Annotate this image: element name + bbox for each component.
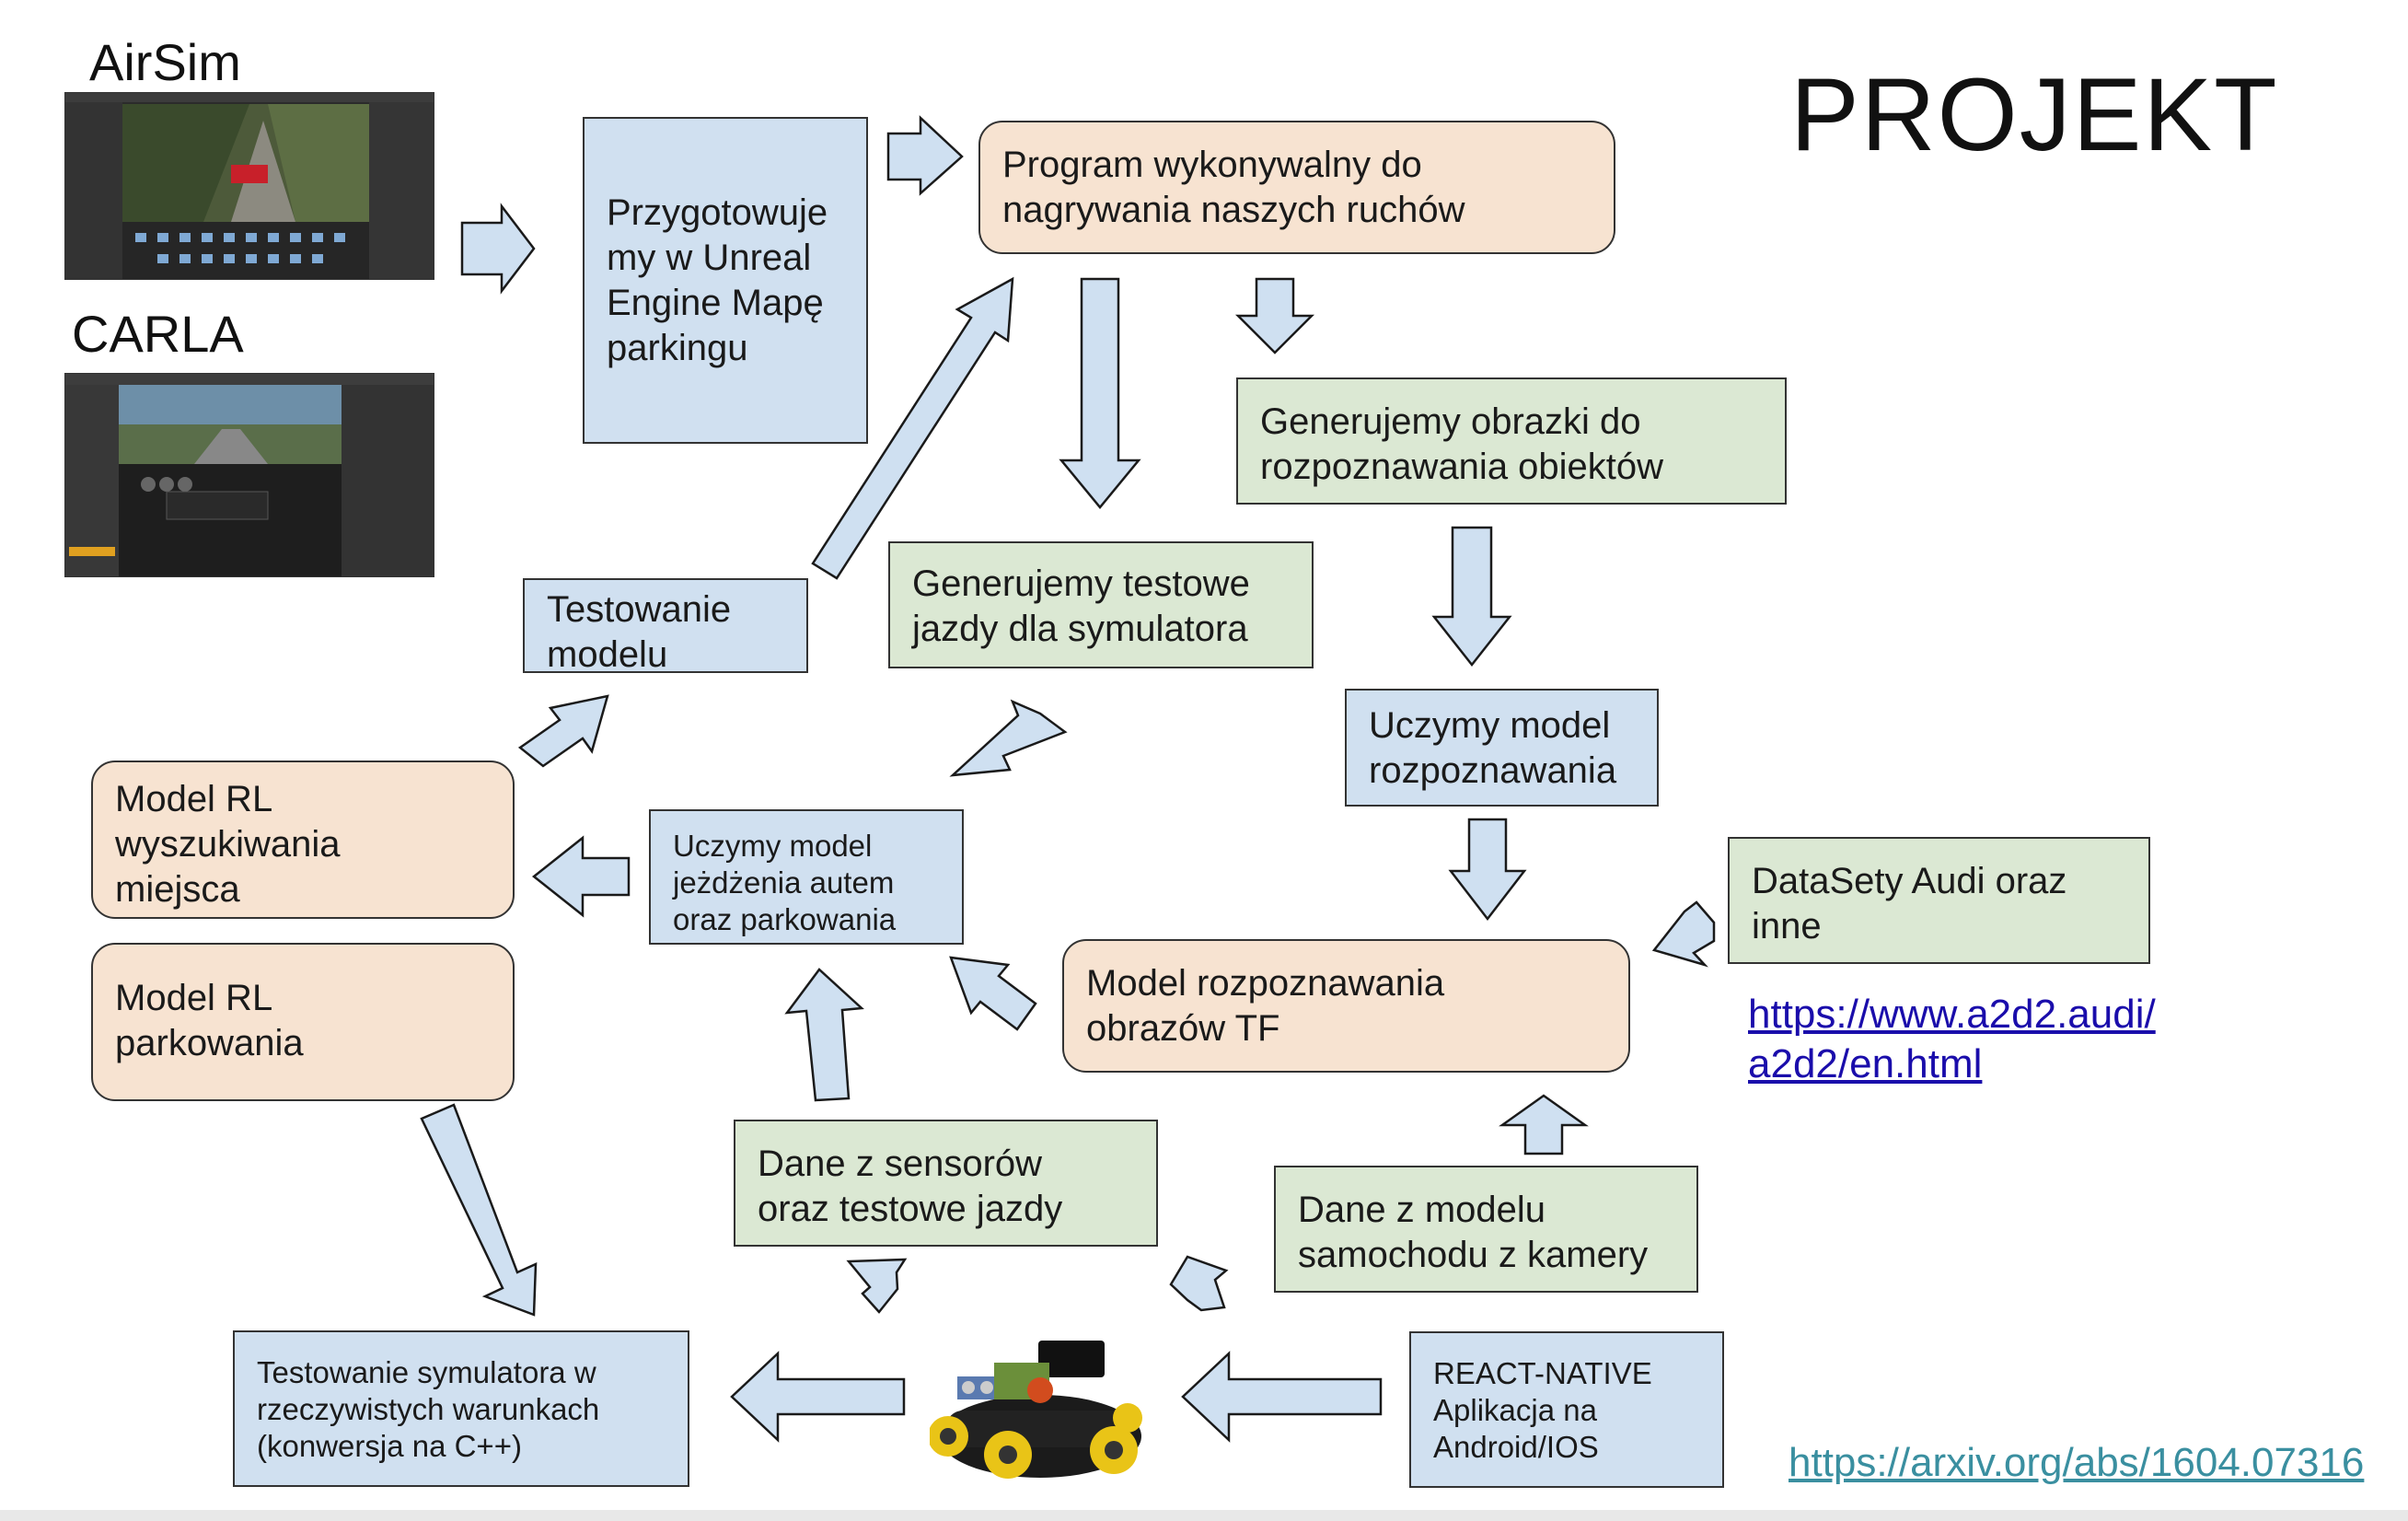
arrow-diag-testowanie-to-program — [811, 276, 1014, 580]
box-generujemy-testowe: Generujemy testowe jazdy dla symulatora — [888, 541, 1314, 668]
airsim-label: AirSim — [89, 33, 241, 91]
box-model-tf-text: Model rozpoznawania obrazów TF — [1086, 963, 1445, 1049]
carla-screenshot — [64, 373, 434, 577]
arrow-diag-rl-to-testowanie — [517, 694, 609, 768]
arrow-diag-car-to-kamera — [1169, 1255, 1229, 1312]
robot-car-icon — [928, 1341, 1142, 1479]
arrow-up-sensory-to-uczymy — [784, 968, 864, 1102]
arrow-down-uczymy-to-model-tf — [1448, 818, 1527, 922]
box-uczymy-rozpoznawania: Uczymy model rozpoznawania — [1345, 689, 1659, 807]
carla-label: CARLA — [72, 305, 244, 363]
arrow-left-car-to-symulatora — [730, 1351, 906, 1443]
box-model-rl-parkowania: Model RL parkowania — [91, 943, 515, 1101]
arrow-diag-datasety-to-model-tf — [1651, 900, 1716, 968]
box-react-native-text: REACT-NATIVE Aplikacja na Android/IOS — [1433, 1356, 1652, 1464]
box-testowanie-symulatora-text: Testowanie symulatora w rzeczywistych wa… — [257, 1355, 600, 1463]
arrow-down-program-to-obrazki — [1234, 277, 1315, 354]
arrow-down-program-to-generujemy-testowe — [1059, 277, 1141, 509]
box-generujemy-obrazki-text: Generujemy obrazki do rozpoznawania obie… — [1260, 401, 1664, 487]
box-dane-kamery-text: Dane z modelu samochodu z kamery — [1298, 1190, 1649, 1275]
box-uczymy-jezdzenia: Uczymy model jeżdżenia autem oraz parkow… — [649, 809, 964, 945]
arrow-right-airsim-to-unreal — [460, 203, 536, 295]
box-przygotowujemy-text: Przygotowuje my w Unreal Engine Mapę par… — [607, 192, 828, 368]
box-testowanie-modelu-text: Testowanie modelu — [547, 589, 732, 675]
box-dane-sensorow: Dane z sensorów oraz testowe jazdy — [734, 1120, 1158, 1247]
box-testowanie-symulatora: Testowanie symulatora w rzeczywistych wa… — [233, 1330, 689, 1487]
robot-car-image — [928, 1326, 1151, 1492]
arrow-left-uczymy-to-rl — [531, 835, 631, 918]
arrow-diag-car-to-sensory — [846, 1258, 908, 1314]
arrow-diag-rl-to-symulatora — [420, 1103, 538, 1317]
box-model-rl-wyszukiwania: Model RL wyszukiwania miejsca — [91, 760, 515, 919]
box-model-rl-parkowania-text: Model RL parkowania — [115, 978, 304, 1063]
box-react-native: REACT-NATIVE Aplikacja na Android/IOS — [1409, 1331, 1724, 1488]
box-uczymy-jezdzenia-text: Uczymy model jeżdżenia autem oraz parkow… — [673, 829, 897, 936]
bottom-scroll-bar — [0, 1510, 2408, 1521]
box-generujemy-obrazki: Generujemy obrazki do rozpoznawania obie… — [1236, 377, 1787, 505]
box-uczymy-rozpoznawania-text: Uczymy model rozpoznawania — [1369, 705, 1617, 791]
box-testowanie-modelu: Testowanie modelu — [523, 578, 808, 675]
audi-dataset-link[interactable]: https://www.a2d2.audi/ a2d2/en.html — [1748, 992, 2156, 1086]
airsim-editor-image — [65, 93, 434, 279]
box-program-wykonywalny: Program wykonywalny do nagrywania naszyc… — [978, 121, 1615, 254]
page-title: PROJEKT — [1790, 57, 2279, 172]
box-dane-sensorow-text: Dane z sensorów oraz testowe jazdy — [758, 1144, 1063, 1229]
arrow-up-kamera-to-model-tf — [1499, 1094, 1589, 1155]
arrow-diag-generujemy-to-uczymy — [949, 699, 1068, 777]
arrow-down-obrazki-to-uczymy — [1431, 526, 1512, 668]
carla-editor-image — [65, 374, 434, 576]
box-dane-kamery: Dane z modelu samochodu z kamery — [1274, 1166, 1698, 1293]
arrow-diag-model-tf-to-uczymy — [949, 956, 1037, 1031]
box-datasety-audi: DataSety Audi oraz inne — [1728, 837, 2150, 964]
airsim-screenshot — [64, 92, 434, 280]
box-generujemy-testowe-text: Generujemy testowe jazdy dla symulatora — [912, 563, 1250, 649]
box-model-rl-wyszukiwania-text: Model RL wyszukiwania miejsca — [115, 779, 341, 910]
arrow-right-unreal-to-program — [886, 115, 964, 196]
arrow-left-react-to-car — [1181, 1351, 1383, 1443]
box-przygotowujemy-mape: Przygotowuje my w Unreal Engine Mapę par… — [583, 117, 868, 444]
box-datasety-text: DataSety Audi oraz inne — [1752, 861, 2067, 946]
box-model-rozpoznawania-tf: Model rozpoznawania obrazów TF — [1062, 939, 1630, 1073]
box-program-text: Program wykonywalny do nagrywania naszyc… — [1002, 145, 1465, 230]
arxiv-paper-link[interactable]: https://arxiv.org/abs/1604.07316 — [1789, 1440, 2365, 1485]
